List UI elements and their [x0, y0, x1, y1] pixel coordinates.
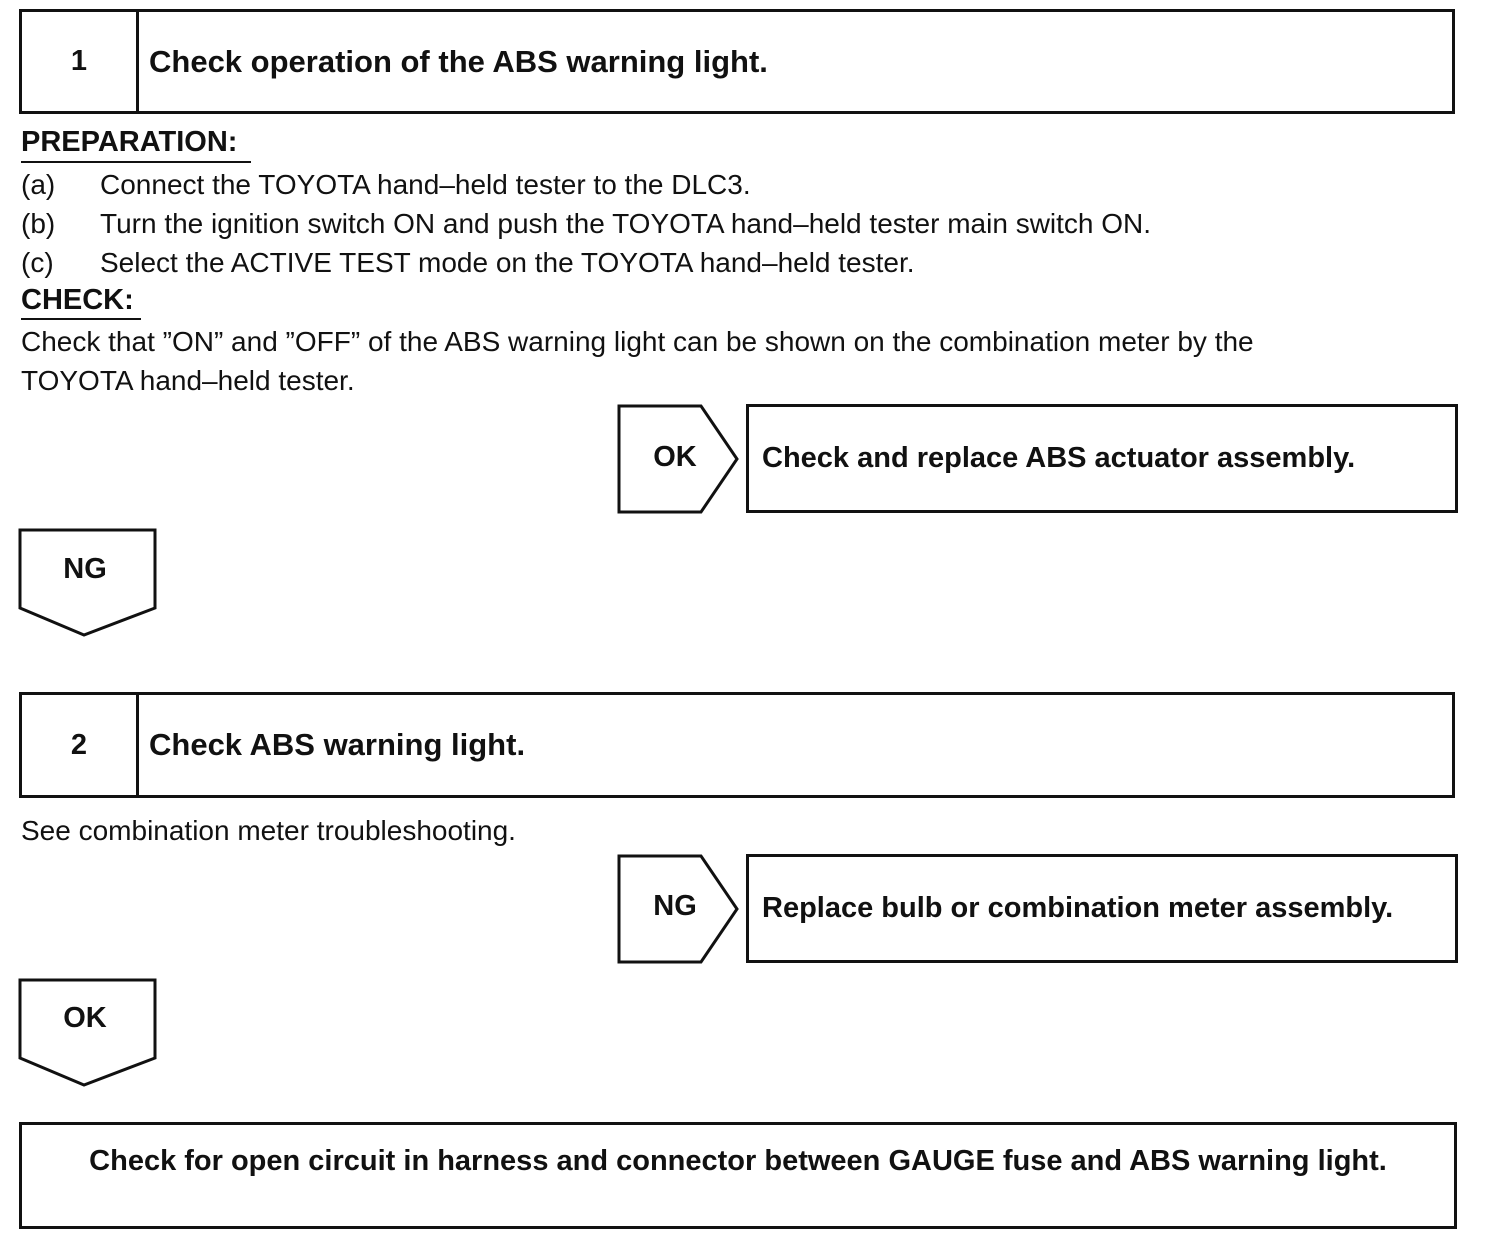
check-underline — [21, 318, 141, 320]
step-2-title: Check ABS warning light. — [149, 727, 526, 762]
result-1-label: OK — [653, 441, 697, 473]
check-text-line-1: Check that ”ON” and ”OFF” of the ABS war… — [21, 326, 1254, 357]
check-heading: CHECK: — [21, 284, 134, 316]
prep-item-c-marker: (c) — [21, 247, 54, 278]
result-2-box: Replace bulb or combination meter assemb… — [746, 854, 1458, 963]
ok-right-arrow — [617, 404, 739, 514]
check-text-line-2: TOYOTA hand–held tester. — [21, 365, 355, 396]
prep-item-a-marker: (a) — [21, 169, 56, 200]
step-2-note: See combination meter troubleshooting. — [21, 815, 516, 846]
final-action-text: Check for open circuit in harness and co… — [89, 1145, 1387, 1177]
result-2-label: NG — [653, 890, 697, 922]
prep-item-c-text: Select the ACTIVE TEST mode on the TOYOT… — [100, 247, 915, 278]
ng-right-arrow — [617, 854, 739, 964]
step-2-number: 2 — [22, 695, 139, 795]
prep-item-b-text: Turn the ignition switch ON and push the… — [100, 208, 1152, 239]
prep-item-a-text: Connect the TOYOTA hand–held tester to t… — [100, 169, 751, 200]
preparation-heading: PREPARATION: — [21, 126, 238, 158]
ng-down-arrow — [18, 528, 157, 637]
step-1-number: 1 — [22, 12, 139, 111]
step-1-title: Check operation of the ABS warning light… — [149, 43, 768, 79]
final-action-box: Check for open circuit in harness and co… — [19, 1122, 1457, 1229]
branch-1-label: NG — [63, 553, 107, 585]
preparation-underline — [21, 161, 251, 163]
step-1-header: 1 Check operation of the ABS warning lig… — [19, 9, 1455, 114]
ok-down-arrow — [18, 978, 157, 1087]
result-1-box: Check and replace ABS actuator assembly. — [746, 404, 1458, 513]
step-2-header: 2 Check ABS warning light. — [19, 692, 1455, 798]
branch-2-label: OK — [63, 1002, 107, 1034]
prep-item-b-marker: (b) — [21, 208, 56, 239]
